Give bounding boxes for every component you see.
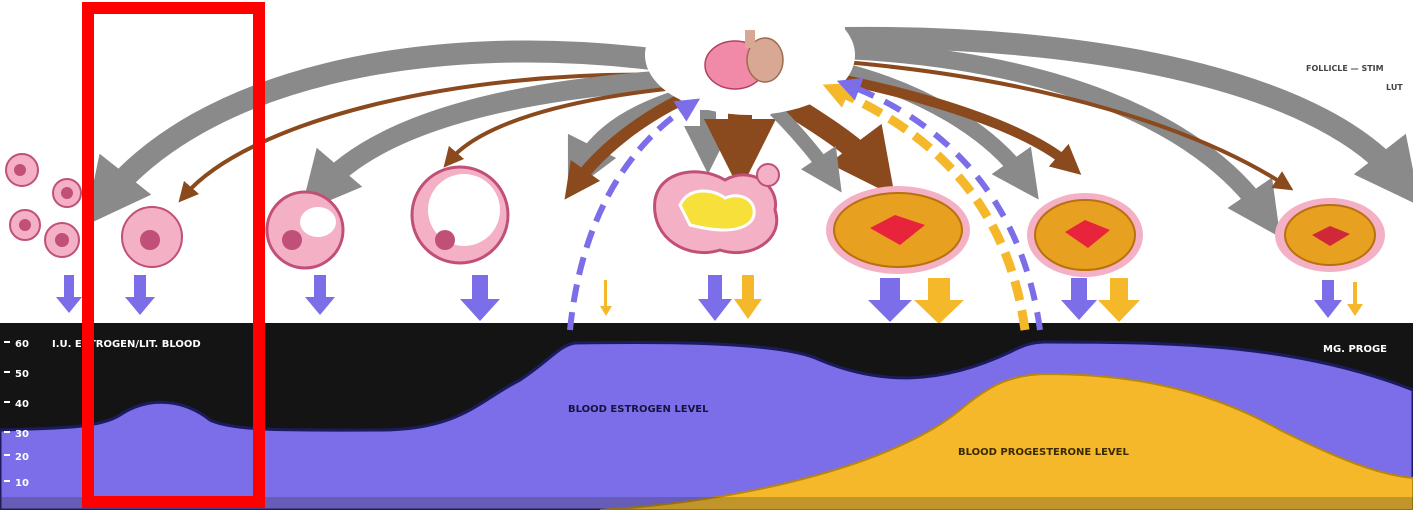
tertiary-follicle	[412, 167, 508, 263]
progesterone-secretion-arrow	[1098, 278, 1140, 322]
secondary-follicle	[267, 192, 343, 268]
hormone-level-chart	[0, 323, 1413, 510]
svg-text:30: 30	[15, 429, 29, 440]
corpus-luteum-regressing	[1275, 198, 1385, 272]
svg-text:50: 50	[15, 369, 29, 380]
estrogen-secretion-arrow	[868, 278, 912, 322]
svg-text:40: 40	[15, 399, 29, 410]
progesterone-units-label: MG. PROGE	[1323, 344, 1387, 355]
progesterone-level-label: BLOOD PROGESTERONE LEVEL	[958, 447, 1130, 458]
svg-text:10: 10	[15, 478, 29, 489]
estrogen-secretion-arrow	[125, 275, 155, 315]
estrogen-units-label: I.U. ESTROGEN/LIT. BLOOD	[52, 339, 201, 350]
lut-label: LUT	[1386, 83, 1403, 92]
progesterone-secretion-arrow	[600, 280, 612, 316]
pituitary-gland	[645, 0, 855, 115]
estrogen-secretion-arrow	[56, 275, 82, 313]
secretion-arrows	[56, 275, 1363, 324]
progesterone-secretion-arrow	[914, 278, 964, 324]
progesterone-secretion-arrow	[734, 275, 762, 319]
estrogen-secretion-arrow	[305, 275, 335, 315]
follicle-stim-label: FOLLICLE — STIM	[1306, 64, 1384, 73]
estrogen-secretion-arrow	[698, 275, 732, 321]
svg-text:60: 60	[15, 339, 29, 350]
estrogen-secretion-arrow	[1314, 280, 1342, 318]
ovulating-follicle	[655, 164, 779, 253]
corpus-luteum-mature	[1027, 193, 1143, 277]
estrogen-secretion-arrow	[460, 275, 500, 321]
estrogen-secretion-arrow	[1061, 278, 1097, 320]
corpus-luteum-early	[826, 186, 970, 274]
svg-text:20: 20	[15, 452, 29, 463]
estrogen-level-label: BLOOD ESTROGEN LEVEL	[568, 404, 709, 415]
progesterone-secretion-arrow	[1347, 282, 1363, 316]
